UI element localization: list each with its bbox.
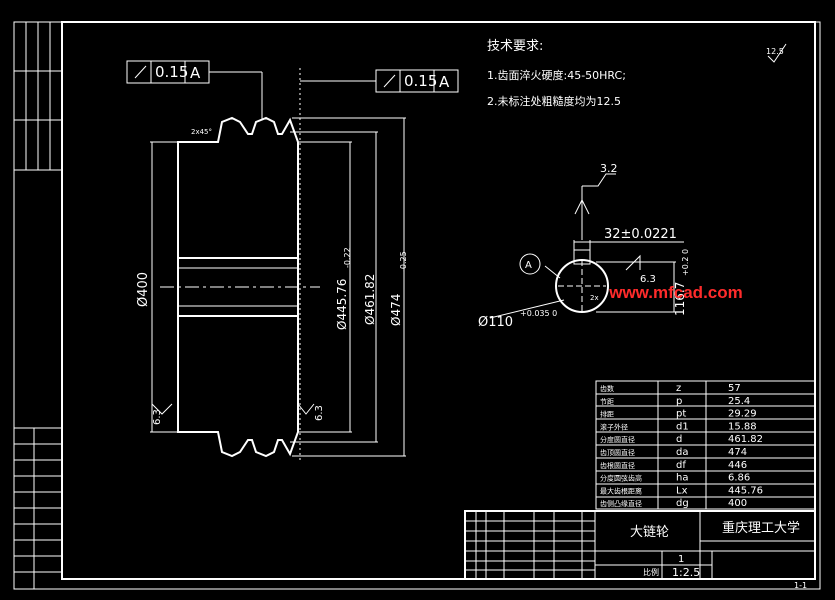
rough-left: 6.3 [152, 409, 163, 425]
chamfer-dim: 2x45° [191, 128, 212, 136]
param-label: 齿侧凸缘直径 [600, 499, 642, 508]
param-label: 最大齿根距离 [600, 486, 642, 495]
param-label: 分度圆弦齿高 [600, 474, 642, 483]
title-block [464, 510, 816, 580]
runout-tolerance-left [126, 60, 263, 120]
part-name: 大链轮 [630, 525, 669, 540]
param-symbol: p [676, 396, 682, 407]
page-mark: 1-1 [794, 581, 807, 590]
sprocket-section [160, 68, 320, 460]
runout-tolerance-right [300, 69, 459, 93]
inner-frame [61, 21, 816, 580]
param-value: 29.29 [728, 409, 757, 420]
param-symbol: df [676, 460, 686, 471]
param-value: 15.88 [728, 421, 757, 432]
parameter-rows: 齿数 z 57 节距 p 25.4 排距 pt 29.29 滚子外径 d1 15.88 分度圆直径 d 46… [600, 383, 763, 509]
key-roughness-2: 6.3 [640, 274, 656, 285]
scale-label: 比例 [643, 567, 659, 577]
school-name: 重庆理工大学 [722, 520, 800, 536]
key-width-dim: 32±0.0221 [604, 227, 677, 242]
param-value: 25.4 [728, 396, 750, 407]
dimension-lines [150, 117, 406, 457]
quantity: 1 [678, 554, 684, 565]
watermark: www.mfcad.com [608, 283, 743, 302]
hub-bore-view [489, 173, 684, 319]
tech-req-1: 1.齿面淬火硬度:45-50HRC; [487, 68, 626, 82]
dia-a-tol: -0.22 [343, 247, 352, 268]
param-label: 齿根圆直径 [600, 461, 635, 470]
param-value: 57 [728, 383, 741, 394]
hub-bore-dim: Ø110 [478, 315, 513, 330]
bore-dia-dim: Ø400 [136, 272, 151, 307]
parameter-table [595, 380, 816, 510]
rough-right: 6.3 [314, 405, 325, 421]
param-value: 446 [728, 460, 747, 471]
dia-a-dim: Ø445.76 [335, 279, 349, 330]
param-label: 排距 [600, 410, 614, 419]
datum-a-label: A [525, 260, 532, 271]
param-label: 齿数 [600, 384, 614, 393]
dia-c-dim: Ø474 [389, 294, 403, 326]
param-symbol: pt [676, 409, 686, 420]
tech-req-title: 技术要求: [487, 39, 543, 54]
param-symbol: dg [676, 498, 689, 509]
param-value: 400 [728, 498, 747, 509]
dia-c-tol: -0.25 [399, 251, 408, 272]
param-symbol: d1 [676, 421, 689, 432]
small-note: 2x [590, 294, 599, 302]
param-value: 474 [728, 447, 747, 458]
global-roughness-value: 12.5 [766, 47, 784, 56]
param-symbol: ha [676, 473, 688, 484]
param-label: 分度圆直径 [600, 435, 635, 444]
key-depth-tol: +0.2 0 [681, 249, 690, 276]
outer-border [13, 21, 821, 590]
dia-b-dim: Ø461.82 [363, 274, 377, 325]
param-symbol: Lx [676, 485, 688, 496]
global-roughness-symbol [767, 43, 787, 63]
param-label: 齿顶圆直径 [600, 448, 635, 457]
param-symbol: d [676, 434, 682, 445]
left-runout-value: 0.15 [155, 63, 188, 81]
param-label: 节距 [600, 398, 614, 406]
param-value: 445.76 [728, 485, 763, 496]
hub-bore-tol: +0.035 0 [520, 309, 557, 318]
param-label: 滚子外径 [600, 422, 628, 431]
param-value: 461.82 [728, 434, 763, 445]
param-symbol: da [676, 447, 688, 458]
tech-req-2: 2.未标注处粗糙度均为12.5 [487, 94, 621, 108]
right-runout-datum: A [439, 73, 450, 91]
key-roughness: 3.2 [600, 162, 618, 175]
param-value: 6.86 [728, 473, 750, 484]
param-symbol: z [676, 383, 681, 394]
left-runout-datum: A [190, 64, 201, 82]
scale-value: 1:2.5 [672, 566, 700, 579]
left-margin-table [14, 22, 62, 589]
right-runout-value: 0.15 [404, 72, 437, 90]
key-depth-dim: 116.7 [673, 282, 687, 316]
